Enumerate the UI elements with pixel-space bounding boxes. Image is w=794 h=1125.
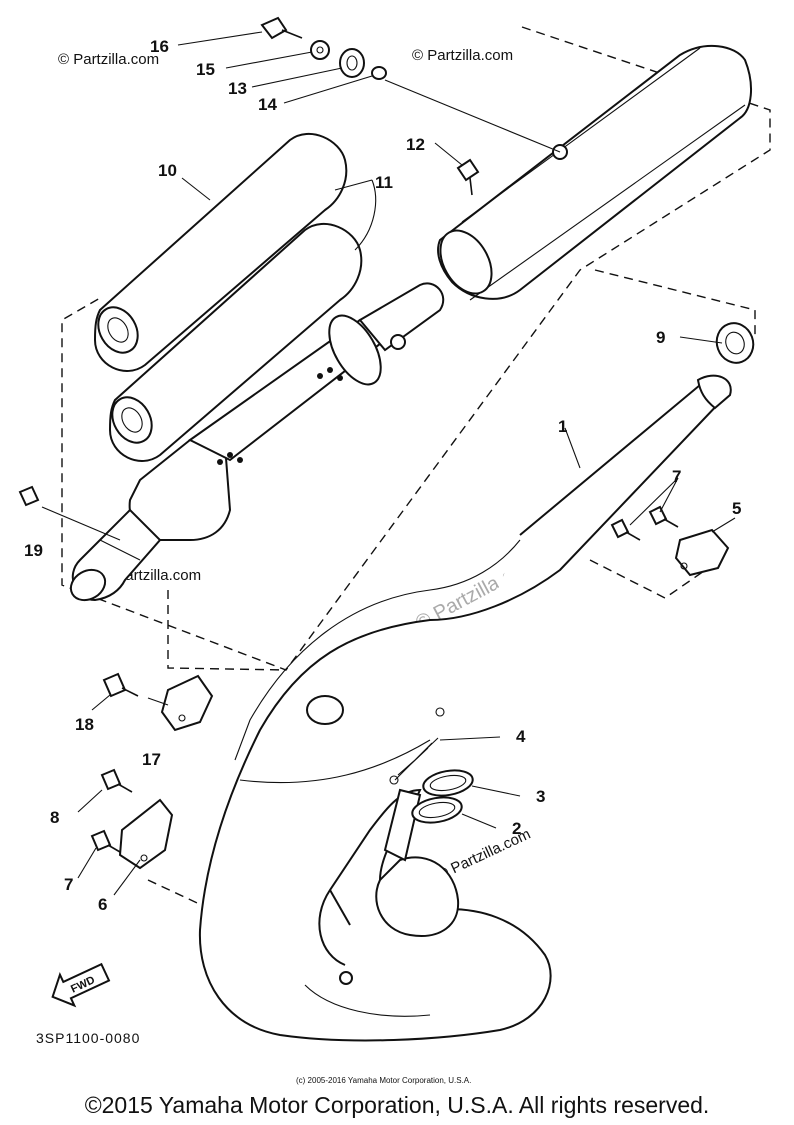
- callout-7-right: 7: [672, 467, 681, 486]
- callout-10: 10: [158, 161, 177, 180]
- silencer-core: [69, 282, 445, 602]
- callout-17: 17: [142, 750, 161, 769]
- fwd-arrow: FWD: [51, 962, 111, 1008]
- callout-12: 12: [406, 135, 425, 154]
- small-copyright: (c) 2005-2016 Yamaha Motor Corporation, …: [296, 1076, 471, 1085]
- callout-6: 6: [98, 895, 107, 914]
- diagram-code: 3SP1100-0080: [36, 1030, 140, 1046]
- copyright-notice: ©2015 Yamaha Motor Corporation, U.S.A. A…: [84, 1092, 710, 1118]
- callout-5: 5: [732, 499, 741, 518]
- leader-lines: [41, 31, 736, 896]
- callout-7-left: 7: [64, 875, 73, 894]
- silencer-cover: [437, 44, 752, 301]
- callout-18: 18: [75, 715, 94, 734]
- callout-1: 1: [558, 417, 567, 436]
- callout-15: 15: [196, 60, 215, 79]
- callout-9: 9: [656, 328, 665, 347]
- callout-14: 14: [258, 95, 277, 114]
- small-parts: [18, 16, 755, 870]
- callout-19: 19: [24, 541, 43, 560]
- callout-13: 13: [228, 79, 247, 98]
- callout-16: 16: [150, 37, 169, 56]
- callout-3: 3: [536, 787, 545, 806]
- callout-8: 8: [50, 808, 59, 827]
- svg-text:© Partzilla.com: © Partzilla.com: [412, 47, 513, 64]
- expansion-chamber: [198, 374, 732, 1042]
- callout-4: 4: [516, 727, 526, 746]
- glass-wool-sheets: [93, 133, 363, 462]
- callout-2: 2: [512, 819, 521, 838]
- svg-text:© Partzilla.com: © Partzilla.com: [58, 51, 159, 68]
- callout-labels: 16 15 13 14 12 10 11 9 1 7 5 19 18 17 8 …: [24, 37, 741, 914]
- callout-11: 11: [375, 173, 393, 192]
